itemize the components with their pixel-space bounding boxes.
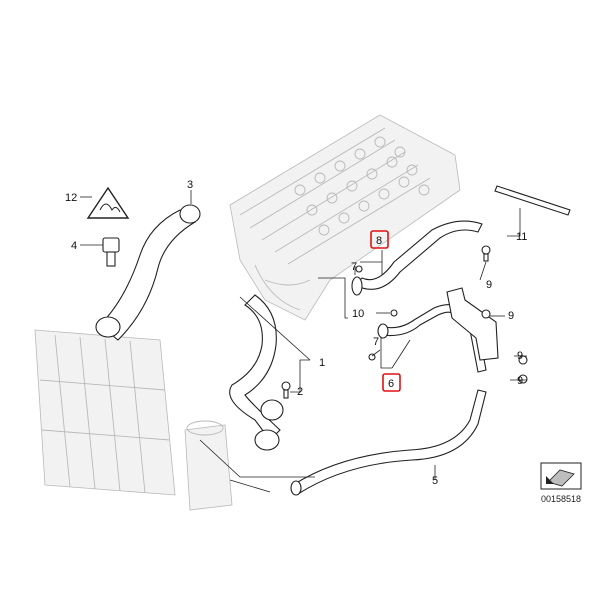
clamp-7-upper: [355, 265, 363, 273]
screw-9-mid: [481, 309, 491, 319]
o-ring-10: [390, 309, 398, 317]
callout-9-lower[interactable]: 9: [517, 350, 523, 362]
cable-strap-11: [494, 185, 571, 216]
reference-number: 00158518: [541, 494, 581, 504]
sensor-4: [102, 237, 120, 267]
clamp-7-lower: [368, 353, 376, 361]
callout-1[interactable]: 1: [319, 357, 325, 369]
highlight-box-8: [370, 230, 389, 249]
callout-11[interactable]: 11: [516, 231, 527, 243]
warning-triangle-icon: [86, 186, 130, 219]
callout-12[interactable]: 12: [65, 192, 77, 204]
callout-7-upper[interactable]: 7: [351, 261, 357, 273]
callout-2[interactable]: 2: [297, 386, 303, 398]
hose-5: [292, 389, 487, 495]
callout-9-mid[interactable]: 9: [508, 310, 514, 322]
callout-3[interactable]: 3: [187, 179, 193, 191]
screw-9-top: [481, 245, 491, 262]
callout-5[interactable]: 5: [432, 475, 438, 487]
expansion-tank: [184, 420, 233, 511]
callout-labels: 3 12 4 8 7 11 9 10 7 9 9 1 10 6 9 2 5: [65, 179, 527, 487]
screw-2: [281, 381, 291, 399]
pipe-8: [354, 220, 483, 290]
radiator: [34, 329, 176, 496]
highlight-box-6: [382, 373, 401, 392]
callout-4[interactable]: 4: [71, 240, 77, 252]
screw-9-bottom: [518, 374, 528, 384]
engine-block: [229, 114, 461, 321]
callout-10[interactable]: 10: [352, 308, 364, 320]
reference-icon: [540, 462, 582, 490]
callout-7-lower[interactable]: 7: [373, 336, 379, 348]
callout-8[interactable]: 8: [376, 235, 382, 247]
bracket: [446, 287, 499, 361]
callout-6[interactable]: 6: [388, 378, 394, 390]
leader-lines: [80, 190, 527, 493]
callout-9-top[interactable]: 9: [486, 279, 492, 291]
callout-9-bottom[interactable]: 9: [517, 375, 523, 387]
pipe-6: [381, 304, 487, 373]
